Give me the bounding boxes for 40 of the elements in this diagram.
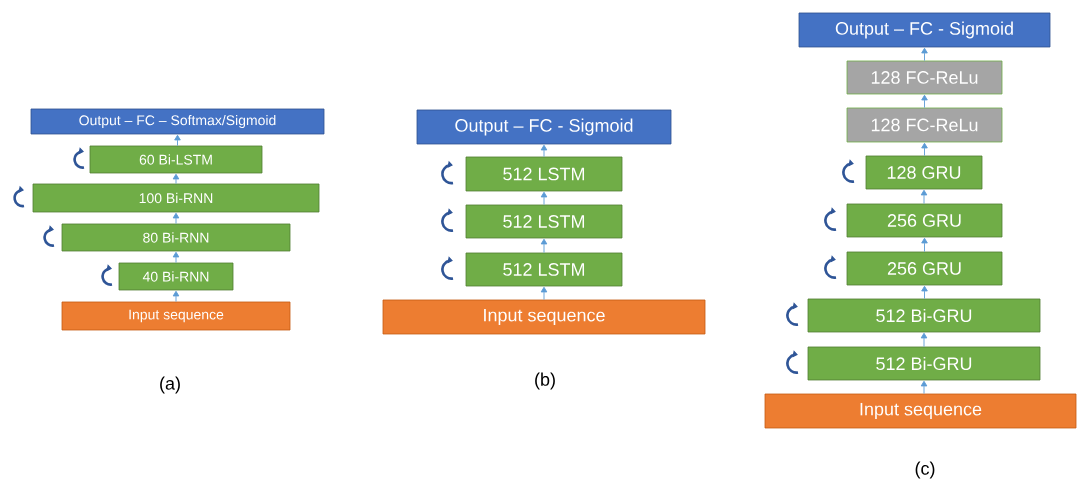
arrow [921, 47, 928, 62]
arrow [921, 237, 928, 253]
layer-box: 512 Bi-GRU [807, 298, 1041, 333]
layer-box: Input sequence [764, 393, 1077, 429]
arrow [172, 173, 180, 185]
layer-box: Output – FC – Softmax/Sigmoid [30, 108, 325, 135]
arrow [921, 285, 928, 300]
arrow [921, 94, 928, 109]
arrow [172, 290, 180, 303]
layer-box: 512 LSTM [465, 252, 623, 287]
arrow [921, 142, 928, 157]
layer-box: 128 GRU [865, 155, 983, 190]
panel-caption: (c) [915, 461, 935, 479]
arrow [540, 144, 548, 158]
arrow [920, 380, 928, 395]
layer-box: 60 Bi-LSTM [89, 145, 263, 174]
arrow [172, 212, 180, 225]
layer-box: 512 LSTM [465, 156, 623, 192]
layer-box: 128 FC-ReLu [846, 60, 1003, 95]
arrow [920, 332, 928, 348]
layer-box: 512 Bi-GRU [807, 346, 1041, 381]
arrow [540, 191, 548, 206]
layer-box: 100 Bi-RNN [32, 183, 320, 213]
layer-box: 128 FC-ReLu [846, 107, 1003, 143]
layer-box: Output – FC - Sigmoid [416, 109, 672, 145]
panel-caption: (b) [535, 372, 555, 390]
layer-box: 80 Bi-RNN [61, 223, 291, 252]
layer-box: 256 GRU [846, 203, 1003, 238]
panel-caption: (a) [160, 376, 180, 394]
layer-box: 512 LSTM [465, 204, 623, 239]
layer-box: Output – FC - Sigmoid [798, 12, 1051, 48]
layer-box: Input sequence [382, 299, 706, 335]
layer-box: Input sequence [61, 301, 291, 331]
layer-box: 40 Bi-RNN [118, 262, 234, 291]
arrow [172, 251, 180, 264]
arrow [920, 189, 928, 205]
arrow [540, 286, 548, 301]
arrow [540, 238, 548, 254]
arrow [174, 134, 181, 147]
layer-box: 256 GRU [846, 251, 1003, 286]
